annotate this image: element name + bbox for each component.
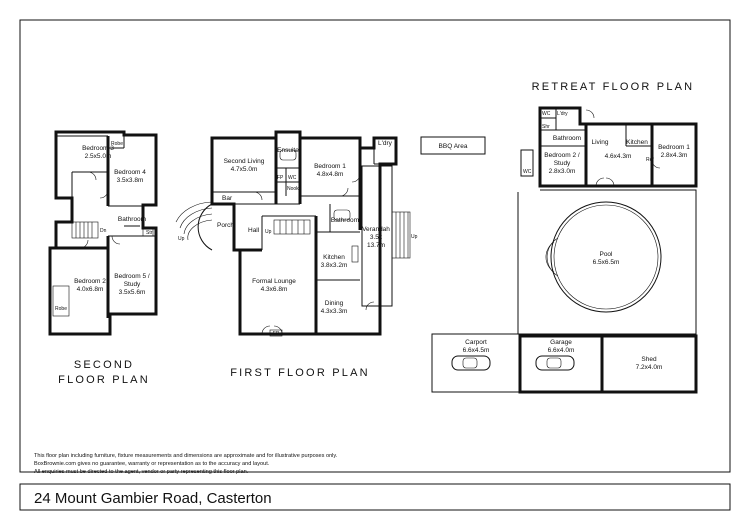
ensuite-label: Ensuite (277, 147, 299, 154)
ensuite-bath-fixture (279, 149, 297, 161)
formal-lounge-dim: 4.3x6.8m (261, 286, 288, 293)
first-floor-plan: Second Living 4.7x5.0m Ensuite FP WC Noo… (175, 130, 486, 337)
bedroom3-label: Bedroom 3 (82, 145, 114, 152)
bbq-area-box (420, 136, 486, 155)
retreat-bathroom-label: Bathroom (553, 135, 581, 142)
verandah-label: Verandah (362, 226, 390, 233)
retreat-building-wall (538, 106, 698, 188)
first-ldry-label: L'dry (378, 140, 393, 147)
bedroom5-dim: 3.5x5.6m (119, 289, 146, 296)
fp-label: FP (277, 175, 284, 181)
retreat-floor-plan: WC L'dry Shr Bathroom Living Kitchen Bed… (431, 106, 698, 394)
retreat-wc-side-label: WC (523, 169, 532, 175)
robe-bottom-outline (52, 285, 70, 317)
bar-label: Bar (222, 195, 233, 202)
pool-dim: 6.5x6.5m (593, 259, 620, 266)
retreat-ldry-label: L'dry (557, 111, 568, 117)
dining-dim: 4.3x3.3m (321, 308, 348, 315)
retreat-shr-label: Shr (542, 124, 550, 130)
carport-dim: 6.6x4.5m (463, 347, 490, 354)
retreat-yard-boundary (517, 189, 697, 335)
bedroom4-label: Bedroom 4 (114, 169, 146, 176)
verandah-up-label: Up (411, 234, 418, 240)
nook-label: Nook (287, 186, 299, 192)
retreat-floor-title: RETREAT FLOOR PLAN (532, 81, 695, 93)
first-bathroom-label: Bathroom (331, 217, 359, 224)
pool-steps (546, 237, 559, 277)
first-floor-title: FIRST FLOOR PLAN (230, 367, 370, 379)
verandah-dim-1: 3.5x (370, 234, 383, 241)
bbq-area-label: BBQ Area (439, 143, 468, 150)
hall-label: Hall (248, 227, 260, 234)
bathroom-bath-fixture (333, 209, 351, 221)
second-living-dim: 4.7x5.0m (231, 166, 258, 173)
shed-dim: 7.2x4.0m (636, 364, 663, 371)
retreat-bedroom2-sub: Study (554, 160, 571, 167)
bedroom5-sub: Study (124, 281, 141, 288)
second-living-label: Second Living (224, 158, 265, 165)
pool-label: Pool (599, 251, 613, 258)
retreat-bedroom1-label: Bedroom 1 (658, 144, 690, 151)
bedroom1-label: Bedroom 1 (314, 163, 346, 170)
retreat-wc-box (520, 149, 534, 177)
car-icon (535, 355, 575, 371)
robe-top-label: Robe (111, 141, 123, 147)
porch-label: Porch (217, 222, 234, 229)
porch-steps (175, 201, 213, 251)
retreat-bedroom1-dim: 2.8x4.3m (661, 152, 688, 159)
second-floor-str-label: Str (146, 230, 153, 236)
kitchen-counter-fixture (351, 245, 359, 263)
retreat-kitchen-label: Kitchen (626, 139, 648, 146)
first-floor-stair (273, 219, 311, 235)
garage-label: Garage (550, 339, 572, 346)
plan-frame (19, 19, 731, 473)
property-address: 24 Mount Gambier Road, Casterton (34, 490, 272, 507)
retreat-bedroom2-label: Bedroom 2 / (544, 152, 580, 159)
second-floor-title-line2: FLOOR PLAN (58, 374, 150, 386)
kitchen-dim: 3.8x3.2m (321, 262, 348, 269)
second-floor-outer-wall (48, 130, 158, 336)
retreat-living-dim: 4.6x4.3m (605, 153, 632, 160)
garage-dim: 6.6x4.0m (548, 347, 575, 354)
porch-up-label: Up (178, 236, 185, 242)
verandah-steps (391, 211, 411, 259)
bedroom5-label: Bedroom 5 / (114, 273, 150, 280)
dining-label: Dining (325, 300, 344, 307)
disclaimer-line-1: This floor plan including furniture, fix… (34, 453, 338, 459)
car-icon (451, 355, 491, 371)
carport-label: Carport (465, 339, 487, 346)
second-floor-title-line1: SECOND (74, 359, 134, 371)
second-floor-dn-label: Dn (100, 228, 107, 234)
shed-label: Shed (641, 356, 657, 363)
first-floor-outer-wall (210, 130, 398, 336)
second-bedroom2-label: Bedroom 2 (74, 278, 106, 285)
kitchen-label: Kitchen (323, 254, 345, 261)
pool-outline (550, 201, 662, 313)
first-wc-label: WC (288, 175, 297, 181)
fp-bottom-label: FP (273, 331, 280, 337)
verandah-dim-2: 13.7m (367, 242, 385, 249)
disclaimer-line-2: BoxBrownie.com gives no guarantee, warra… (34, 461, 270, 467)
second-floor-stair (71, 221, 99, 239)
disclaimer-line-3: All enquiries must be directed to the ag… (34, 469, 249, 475)
robe-bottom-label: Robe (55, 306, 67, 312)
shed-box (600, 334, 698, 394)
formal-lounge-label: Formal Lounge (252, 278, 296, 285)
retreat-ref-label: Ref (646, 157, 654, 163)
retreat-living-label: Living (592, 139, 609, 146)
second-bedroom2-dim: 4.0x6.8m (77, 286, 104, 293)
second-floor-bathroom-label: Bathroom (118, 216, 146, 223)
retreat-bedroom2-dim: 2.8x3.0m (549, 168, 576, 175)
bedroom1-dim: 4.8x4.8m (317, 171, 344, 178)
hall-up-label: Up (265, 229, 272, 235)
address-bar (19, 483, 731, 511)
bedroom3-dim: 2.5x5.0m (85, 153, 112, 160)
second-floor-plan: Bedroom 3 2.5x5.0m Robe Bedroom 4 3.5x3.… (48, 130, 158, 336)
bedroom4-dim: 3.5x3.8m (117, 177, 144, 184)
retreat-wc-top-label: WC (542, 111, 551, 117)
